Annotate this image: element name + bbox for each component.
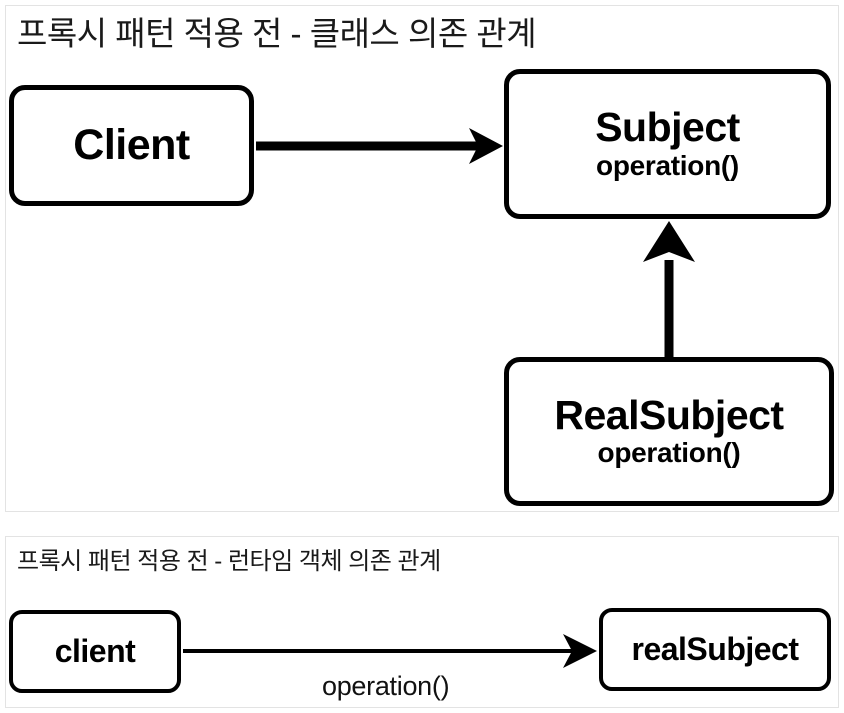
runtime-node-realsubject: realSubject: [599, 608, 831, 691]
class-node-client: Client: [9, 85, 254, 206]
panel-runtime-dependency-title: 프록시 패턴 적용 전 - 런타임 객체 의존 관계: [17, 548, 441, 575]
class-node-realsubject-name: RealSubject: [554, 391, 784, 438]
panel-class-dependency-title: 프록시 패턴 적용 전 - 클래스 의존 관계: [17, 15, 537, 52]
class-node-realsubject-operation: operation(): [597, 437, 741, 469]
runtime-node-realsubject-name: realSubject: [631, 630, 799, 667]
runtime-edge-operation-label: operation(): [322, 671, 450, 701]
class-node-realsubject: RealSubject operation(): [504, 357, 834, 506]
class-node-subject-operation: operation(): [596, 149, 739, 181]
class-node-client-name: Client: [73, 121, 190, 170]
class-node-subject-name: Subject: [595, 104, 740, 151]
class-node-subject: Subject operation(): [504, 69, 831, 219]
runtime-node-client: client: [9, 610, 181, 693]
runtime-node-client-name: client: [54, 632, 136, 669]
